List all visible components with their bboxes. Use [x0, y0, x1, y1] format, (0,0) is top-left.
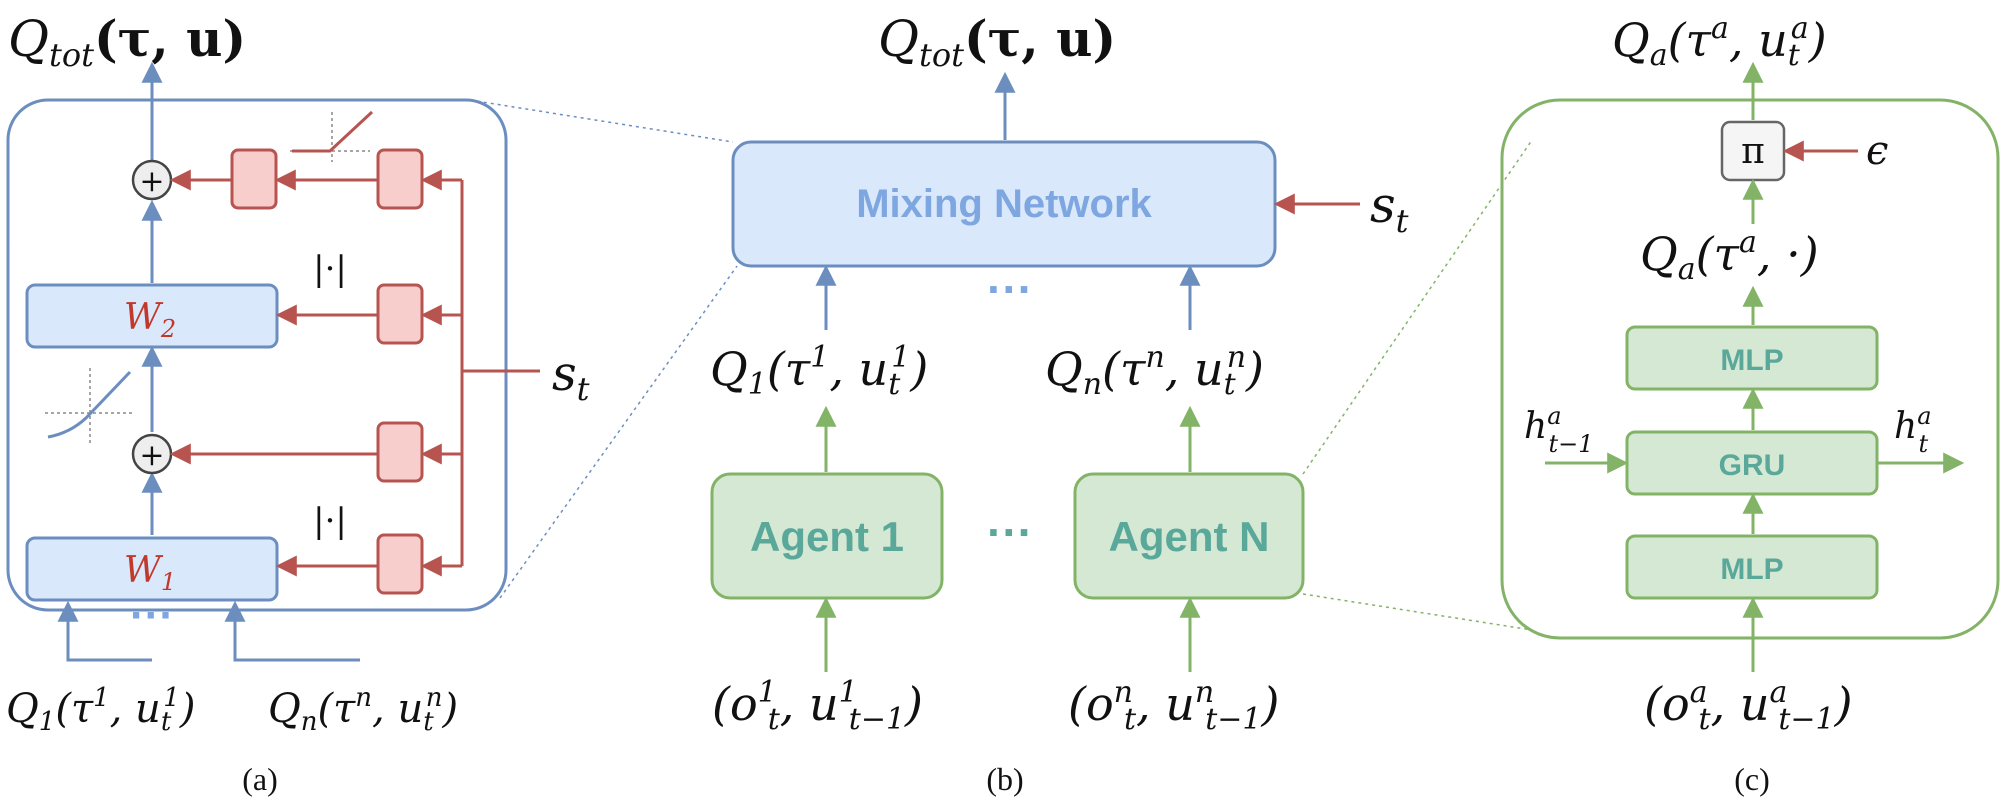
- panel-a-caption: (a): [242, 761, 278, 797]
- zoom-line-c-bottom: [1302, 593, 1533, 631]
- svg-text:Agent 1: Agent 1: [750, 513, 904, 560]
- panel-a-input-qn: Qn(τn, utn): [268, 683, 458, 737]
- zoom-line-c-top: [1302, 139, 1533, 475]
- panel-b-state-label: st: [1370, 176, 1409, 240]
- policy-pi-box: π: [1720, 120, 1786, 182]
- panel-c-qall-label: Qa(τa, ·): [1640, 225, 1819, 287]
- panel-c-frame: [1500, 98, 2000, 640]
- svg-text:MLP: MLP: [1720, 553, 1783, 586]
- panel-a: Qtot(τ, u) + + W2 W1: [6, 9, 590, 797]
- panel-a-state-label: st: [552, 346, 590, 408]
- panel-a-input-q1: Q1(τ1, ut1): [6, 683, 195, 737]
- agent-n-box: Agent N: [1073, 472, 1305, 600]
- panel-b-qn-label: Qn(τn, utn): [1045, 340, 1264, 402]
- input-arrow-qn: [224, 600, 360, 662]
- abs-label-w2: |·|: [313, 249, 347, 289]
- agent-1-box: Agent 1: [710, 472, 944, 600]
- mlp-bottom-box: MLP: [1625, 534, 1879, 600]
- input-arrow-q1: [57, 600, 152, 662]
- mlp-top-box: MLP: [1625, 325, 1879, 391]
- panel-c-caption: (c): [1734, 761, 1770, 797]
- svg-text:W2: W2: [124, 297, 176, 343]
- epsilon-label: ϵ: [1866, 128, 1888, 174]
- panel-b-caption: (b): [986, 761, 1023, 797]
- svg-text:GRU: GRU: [1719, 449, 1786, 482]
- svg-text:+: +: [139, 438, 164, 473]
- svg-text:Agent N: Agent N: [1109, 513, 1270, 560]
- svg-text:+: +: [139, 164, 164, 199]
- panel-b-q1-label: Q1(τ1, ut1): [710, 340, 928, 402]
- svg-text:MLP: MLP: [1720, 344, 1783, 377]
- gru-box: GRU: [1625, 430, 1879, 496]
- hyper-box-b1: [376, 421, 424, 483]
- hyper-box-top-right: [376, 148, 424, 210]
- panel-b-dots-top: ···: [987, 263, 1033, 315]
- abs-label-w1: |·|: [313, 501, 347, 541]
- zoom-line-a-bottom: [499, 265, 738, 599]
- panel-a-frame: [6, 98, 508, 612]
- hyper-box-w1: [376, 533, 424, 595]
- w1-layer: W1: [25, 536, 279, 602]
- hyper-box-top-left: [230, 148, 278, 210]
- hyper-box-w2: [376, 283, 424, 345]
- svg-text:W1: W1: [124, 550, 176, 596]
- zoom-line-a-top: [469, 99, 734, 143]
- svg-text:π: π: [1741, 131, 1765, 172]
- panel-b-dots-mid: ···: [987, 506, 1033, 558]
- plus-node-top: +: [131, 159, 173, 201]
- w2-layer: W2: [25, 283, 279, 349]
- elu-activation-icon: [45, 368, 135, 445]
- panel-c-output-label: Qa(τa, uta): [1612, 11, 1827, 73]
- relu-activation-icon: [290, 110, 374, 162]
- panel-a-input-dots: ···: [130, 591, 174, 640]
- panel-a-output-label: Qtot(τ, u): [8, 9, 246, 74]
- panel-b-output-label: Qtot(τ, u): [878, 9, 1116, 74]
- panel-b: Qtot(τ, u) Mixing Network st ··· Q1(τ1, …: [710, 9, 1409, 797]
- mixing-network-box: Mixing Network: [731, 140, 1277, 268]
- plus-node-bottom: +: [131, 433, 173, 475]
- svg-text:Mixing Network: Mixing Network: [856, 182, 1152, 226]
